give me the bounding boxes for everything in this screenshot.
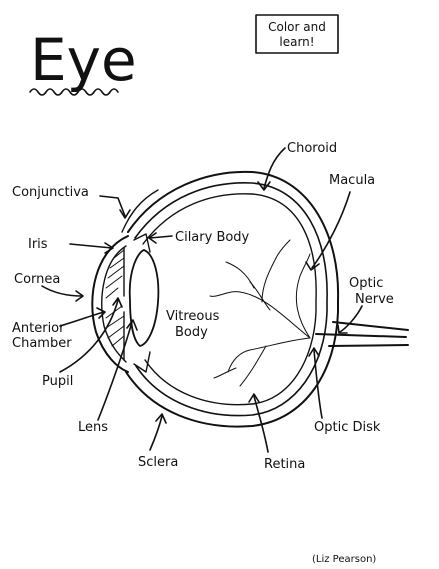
color-and-learn-box: Color and learn! [255,14,339,54]
arrow-optic-nerve [339,305,363,333]
label-optic-nerve-line2: Nerve [355,292,394,307]
credit-text: (Liz Pearson) [312,554,376,565]
arrowhead-macula [305,261,320,271]
label-cornea: Cornea [14,272,60,287]
arrow-pupil [59,299,119,373]
title-squiggle-underline [29,88,119,96]
ciliary-body [133,233,151,373]
choroid-layer [134,182,328,417]
label-anterior-chamber-line1: Anterior [12,321,65,336]
label-sclera: Sclera [138,455,178,470]
arrowhead-cornea [75,290,84,302]
label-vitreous-body-line1: Vitreous [166,309,220,324]
arrow-lens [97,321,133,421]
arrowhead-optic-disk [308,347,320,357]
arrow-anterior-chamber [59,311,105,327]
cornea-outline [91,235,129,373]
note-box-line1: Color and [268,20,326,34]
arrowhead-sclera [155,413,167,424]
cornea-inner [101,245,127,363]
label-pupil: Pupil [42,374,73,389]
arrow-optic-disk [313,349,323,419]
label-choroid: Choroid [287,141,337,156]
arrowhead-conjunctiva [119,209,131,219]
label-retina: Retina [264,457,305,472]
retinal-blood-vessels [209,239,311,387]
arrowhead-anterior-chamber [96,307,106,319]
label-vitreous-body-line2: Body [175,325,208,340]
iris-hatching [105,249,125,347]
label-cilary-body: Cilary Body [175,230,250,245]
arrow-retina [253,395,269,453]
arrow-conjunctiva [99,195,126,217]
label-conjunctiva: Conjunctiva [12,185,89,200]
arrow-cornea [41,285,83,297]
arrow-iris [69,243,113,249]
arrow-cilary-body [149,235,173,239]
label-macula: Macula [329,173,375,188]
retina-layer [142,193,317,406]
arrow-choroid [263,147,286,189]
optic-nerve [315,321,409,347]
label-lens: Lens [78,420,108,435]
arrowhead-pupil [112,297,123,308]
note-box-line2: learn! [279,35,314,49]
page-title: Eye [30,26,137,94]
label-anterior-chamber-line2: Chamber [12,336,72,351]
leader-arrows [41,147,363,453]
lens-outline [128,249,160,347]
arrow-sclera [149,415,163,451]
note-box-border [255,14,339,54]
arrowhead-choroid [257,181,271,191]
arrowhead-optic-nerve [337,324,348,334]
sclera-outline [125,170,340,428]
label-iris: Iris [28,237,48,252]
arrowhead-lens [126,319,138,331]
arrowhead-retina [248,393,260,403]
arrow-macula [311,191,351,269]
eyeball-drawing [91,170,409,428]
label-optic-disk: Optic Disk [314,420,381,435]
arrowhead-iris [104,242,114,254]
conjunctiva [121,189,159,233]
arrowhead-cilary-body [148,232,157,244]
label-optic-nerve-line1: Optic [349,276,383,291]
